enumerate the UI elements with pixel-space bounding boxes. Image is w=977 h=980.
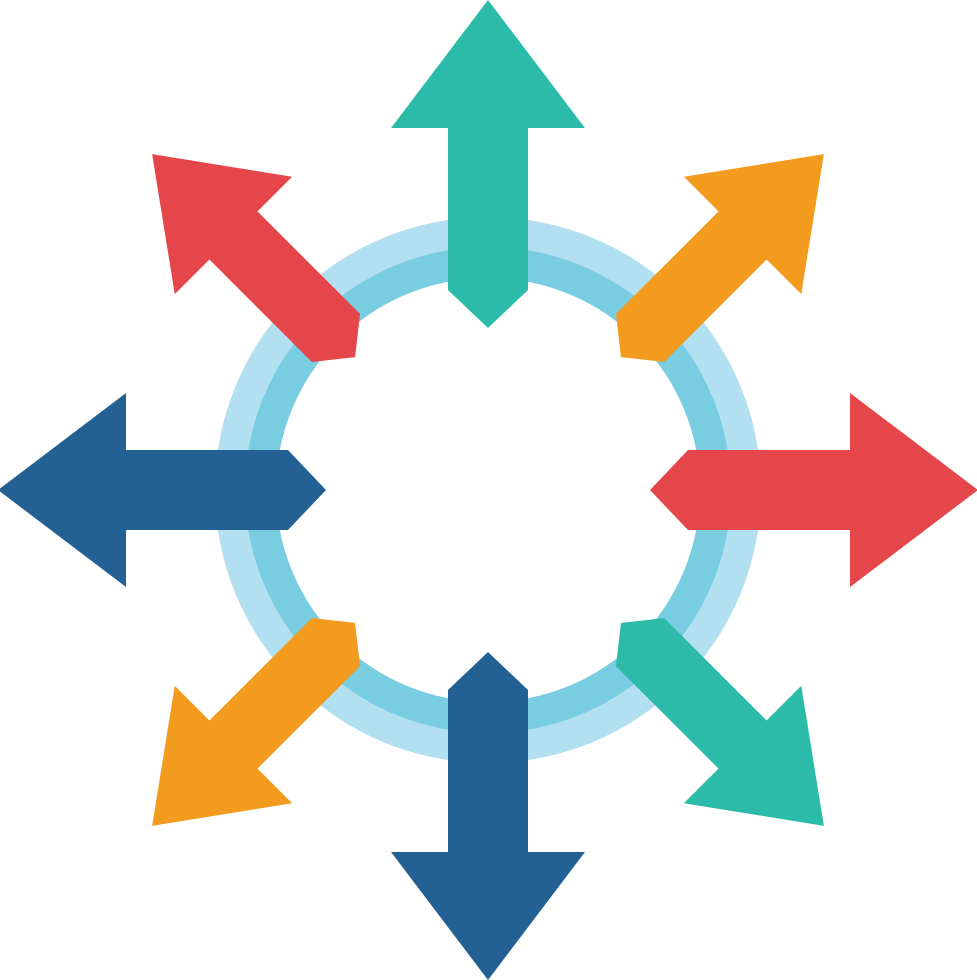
arrow-down-icon	[391, 652, 585, 980]
arrow-up-left-icon	[152, 154, 361, 363]
arrow-down-right-icon	[615, 617, 824, 826]
arrow-left-icon	[0, 393, 326, 587]
arrow-up-right-icon	[615, 154, 824, 363]
arrow-down-left-icon	[152, 617, 361, 826]
ring-center	[276, 278, 700, 702]
arrow-right-icon	[650, 393, 977, 587]
arrow-up-icon	[391, 0, 585, 328]
